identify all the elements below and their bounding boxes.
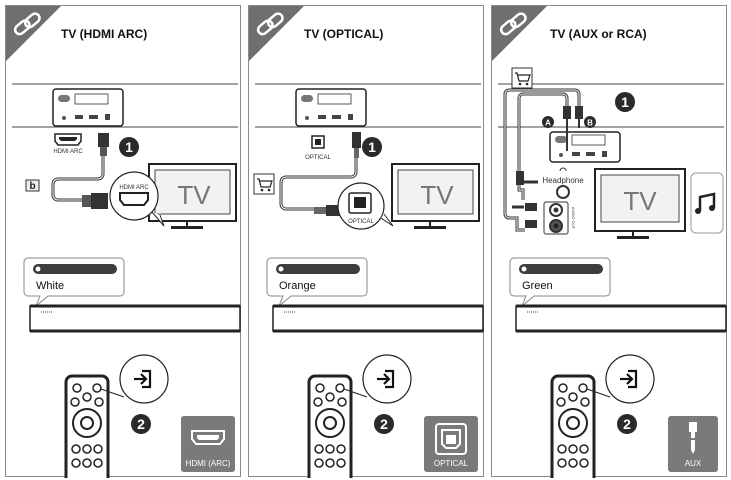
svg-text:OPTICAL: OPTICAL: [305, 155, 331, 161]
source-badge-label: OPTICAL: [434, 459, 469, 468]
tv: TV: [148, 163, 237, 229]
step-2-marker: 2: [374, 414, 394, 434]
aux-jack-icon: [689, 422, 697, 454]
link-icon: [13, 12, 41, 36]
source-badge-label: AUX: [685, 459, 702, 468]
cable-tag-b: b: [25, 179, 40, 192]
input-source-icon: [377, 369, 395, 389]
led-indicator-callout: Green: [509, 257, 611, 307]
input-source-icon: [620, 369, 638, 389]
svg-text:TV: TV: [623, 186, 657, 216]
svg-text:2: 2: [380, 416, 388, 432]
corner-tab: [6, 6, 61, 61]
led-color-label: Green: [522, 280, 553, 292]
soundbar-back-panel: [549, 131, 621, 163]
led-bar: [276, 264, 360, 274]
panel-hdmi-arc: TV (HDMI ARC) 1 TV White: [5, 5, 241, 478]
cable-a-marker: A: [542, 116, 554, 128]
link-icon: [499, 12, 527, 36]
link-icon: [256, 12, 284, 36]
input-source-icon: [134, 369, 152, 389]
step-2-marker: 2: [617, 414, 637, 434]
led-bar: [519, 264, 603, 274]
shopping-cart-tag: [253, 173, 275, 195]
led-indicator-callout: White: [23, 257, 125, 307]
remote-control: [307, 374, 353, 478]
panel-title: TV (OPTICAL): [304, 27, 383, 41]
svg-text:2: 2: [623, 416, 631, 432]
step-2-marker: 2: [131, 414, 151, 434]
panel-title: TV (AUX or RCA): [550, 27, 647, 41]
source-badge: HDMI (ARC): [181, 416, 235, 472]
panel-diagram: TV (HDMI ARC) 1 TV White: [6, 6, 241, 478]
soundbar-back-panel: [295, 88, 367, 127]
input-button-zoom: [586, 354, 655, 404]
soundbar-back-panel: [52, 88, 124, 127]
input-button-zoom: [343, 354, 412, 404]
panel-optical: TV (OPTICAL) 1 TV Orange: [248, 5, 484, 478]
source-badge: AUX: [668, 416, 718, 472]
source-badge-label: HDMI (ARC): [186, 459, 231, 468]
hdmi-arc-port-label: HDMI ARC: [53, 133, 83, 155]
step-1-marker: 1: [362, 137, 382, 157]
audio-out-rca-jacks: AUDIO OUT: [543, 201, 576, 235]
svg-text:OPTICAL: OPTICAL: [348, 219, 374, 225]
optical-cable: [279, 132, 361, 216]
tv: TV: [594, 168, 686, 239]
svg-text:Headphone: Headphone: [542, 176, 584, 185]
headphone-jack: Headphone: [542, 167, 584, 199]
music-note-icon: [695, 192, 716, 214]
svg-text:AUDIO OUT: AUDIO OUT: [571, 207, 576, 230]
svg-text:1: 1: [621, 94, 629, 110]
svg-text:2: 2: [137, 416, 145, 432]
svg-text:B: B: [587, 119, 593, 128]
soundbar-front: [272, 304, 484, 333]
corner-tab: [492, 6, 547, 61]
svg-text:A: A: [545, 119, 551, 128]
step-1-marker: 1: [615, 92, 635, 112]
led-indicator-callout: Orange: [266, 257, 368, 307]
panel-diagram: TV (AUX or RCA) 1 TV Green: [492, 6, 727, 478]
hdmi-cable: [51, 133, 109, 209]
svg-text:1: 1: [125, 139, 133, 155]
led-color-label: White: [36, 280, 64, 292]
shopping-cart-tag: [511, 67, 533, 89]
panel-title: TV (HDMI ARC): [61, 27, 147, 41]
optical-port-label: OPTICAL: [305, 135, 331, 161]
smartphone: [690, 172, 724, 234]
source-badge: OPTICAL: [424, 416, 478, 472]
step-1-marker: 1: [119, 137, 139, 157]
soundbar-front: [29, 304, 241, 333]
hdmi-port-icon: [191, 430, 225, 445]
cable-b-marker: B: [584, 116, 596, 128]
remote-control: [64, 374, 110, 478]
svg-text:TV: TV: [177, 180, 211, 210]
svg-text:b: b: [29, 181, 35, 192]
optical-zoom: OPTICAL: [337, 182, 394, 230]
optical-port-icon: [435, 423, 467, 455]
input-button-zoom: [100, 354, 169, 404]
panel-aux-rca: TV (AUX or RCA) 1 TV Green: [491, 5, 727, 478]
soundbar-front: [515, 304, 727, 333]
hdmi-arc-zoom: HDMI ARC: [109, 171, 165, 227]
led-color-label: Orange: [279, 280, 316, 292]
svg-text:HDMI ARC: HDMI ARC: [53, 149, 83, 155]
svg-text:TV: TV: [420, 180, 454, 210]
svg-text:1: 1: [368, 139, 376, 155]
corner-tab: [249, 6, 304, 61]
svg-text:HDMI ARC: HDMI ARC: [119, 185, 149, 191]
aux-rca-cables: [503, 88, 583, 232]
tv: TV: [391, 163, 480, 229]
panel-diagram: TV (OPTICAL) 1 TV Orange: [249, 6, 484, 478]
remote-control: [550, 374, 596, 478]
led-bar: [33, 264, 117, 274]
